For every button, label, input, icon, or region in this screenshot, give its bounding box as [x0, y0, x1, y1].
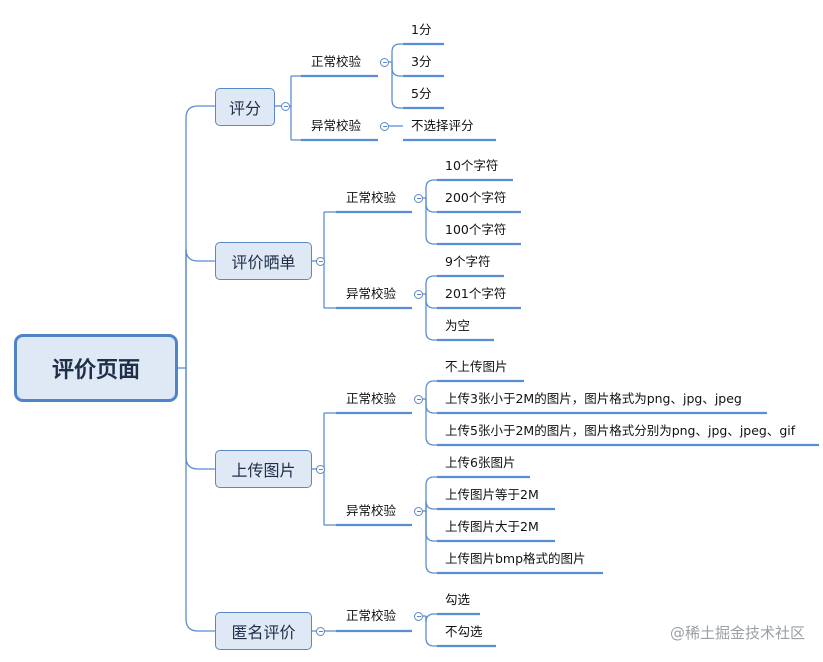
leaf-label: 上传图片bmp格式的图片 — [445, 551, 586, 566]
leaf-label: 10个字符 — [445, 158, 499, 173]
collapse-toggle-icon[interactable] — [414, 395, 423, 404]
collapse-toggle-icon[interactable] — [414, 612, 423, 621]
leaf-label: 不选择评分 — [411, 118, 474, 133]
leaf-label: 200个字符 — [445, 190, 507, 205]
connector-line — [425, 198, 437, 213]
group-label: 正常校验 — [311, 54, 362, 69]
branch-node-upload-image[interactable]: 上传图片 — [215, 450, 312, 488]
connector-line — [425, 294, 437, 341]
connector-line — [391, 62, 403, 109]
leaf-label: 不上传图片 — [445, 359, 508, 374]
leaf-label: 上传图片等于2M — [445, 487, 539, 502]
group-label: 正常校验 — [346, 608, 397, 623]
leaf-label: 勾选 — [445, 592, 471, 607]
leaf-label: 3分 — [411, 54, 432, 69]
collapse-toggle-icon[interactable] — [380, 58, 389, 67]
leaf-label: 5分 — [411, 86, 432, 101]
branch-node-rating[interactable]: 评分 — [215, 88, 275, 126]
root-node[interactable]: 评价页面 — [14, 334, 178, 402]
leaf-label: 上传3张小于2M的图片，图片格式为png、jpg、jpeg — [445, 391, 742, 406]
collapse-toggle-icon[interactable] — [414, 290, 423, 299]
collapse-toggle-icon[interactable] — [316, 465, 325, 474]
leaf-label: 201个字符 — [445, 286, 507, 301]
connector-line — [425, 511, 437, 574]
group-label: 正常校验 — [346, 391, 397, 406]
collapse-toggle-icon[interactable] — [380, 122, 389, 131]
watermark-text: @稀土掘金技术社区 — [669, 624, 805, 642]
collapse-toggle-icon[interactable] — [414, 507, 423, 516]
leaf-label: 上传6张图片 — [445, 455, 516, 470]
connector-line — [425, 476, 437, 511]
leaf-label: 9个字符 — [445, 254, 491, 269]
collapse-toggle-icon[interactable] — [316, 627, 325, 636]
branch-node-anonymous[interactable]: 匿名评价 — [215, 612, 312, 650]
connector-line — [425, 294, 437, 309]
leaf-label: 为空 — [445, 318, 471, 333]
connector-line — [391, 43, 403, 62]
connector-line — [185, 105, 215, 368]
connector-line — [425, 399, 437, 414]
connector-line — [425, 179, 437, 198]
leaf-label: 上传5张小于2M的图片，图片格式分别为png、jpg、jpeg、gif — [445, 423, 796, 438]
leaf-label: 不勾选 — [445, 624, 483, 639]
connector-line — [391, 62, 403, 77]
collapse-toggle-icon[interactable] — [281, 102, 290, 111]
connector-line — [425, 399, 437, 446]
collapse-toggle-icon[interactable] — [316, 257, 325, 266]
connector-line — [425, 198, 437, 245]
connector-line — [185, 368, 215, 632]
connector-line — [425, 616, 437, 647]
leaf-label: 1分 — [411, 22, 432, 37]
leaf-label: 100个字符 — [445, 222, 507, 237]
group-label: 异常校验 — [311, 118, 362, 133]
leaf-label: 上传图片大于2M — [445, 519, 539, 534]
group-label: 异常校验 — [346, 503, 397, 518]
connector-line — [425, 613, 437, 623]
collapse-toggle-icon[interactable] — [414, 194, 423, 203]
connector-line — [185, 368, 215, 470]
connector-line — [425, 380, 437, 399]
connector-line — [425, 275, 437, 294]
group-label: 正常校验 — [346, 190, 397, 205]
connector-line — [425, 500, 437, 511]
connector-line — [185, 248, 215, 368]
connector-line — [425, 511, 437, 542]
group-label: 异常校验 — [346, 286, 397, 301]
branch-node-review[interactable]: 评价晒单 — [215, 242, 312, 280]
